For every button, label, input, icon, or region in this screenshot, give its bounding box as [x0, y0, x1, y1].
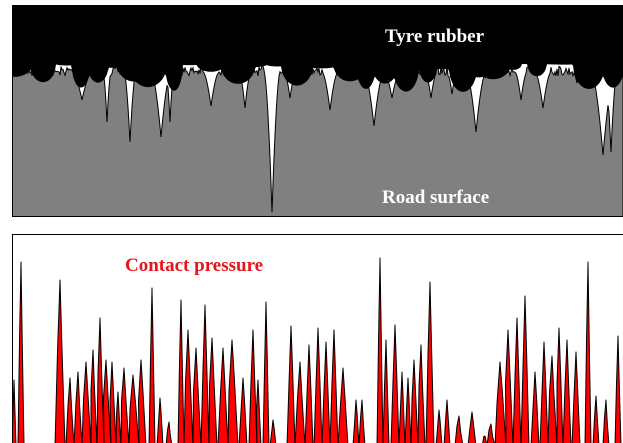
contact-pressure-panel-frame: [12, 234, 623, 443]
tyre-rubber-profile: [12, 5, 623, 92]
contact-pressure-profile: [12, 257, 622, 443]
road-surface-label: Road surface: [382, 187, 489, 208]
contact-pressure-panel: [12, 234, 623, 443]
tyre-rubber-label: Tyre rubber: [385, 26, 485, 47]
road-surface-profile: [12, 64, 623, 217]
road-contact-panel: [12, 5, 623, 217]
contact-pressure-label: Contact pressure: [125, 255, 263, 276]
road-contact-panel-frame: [12, 5, 623, 217]
